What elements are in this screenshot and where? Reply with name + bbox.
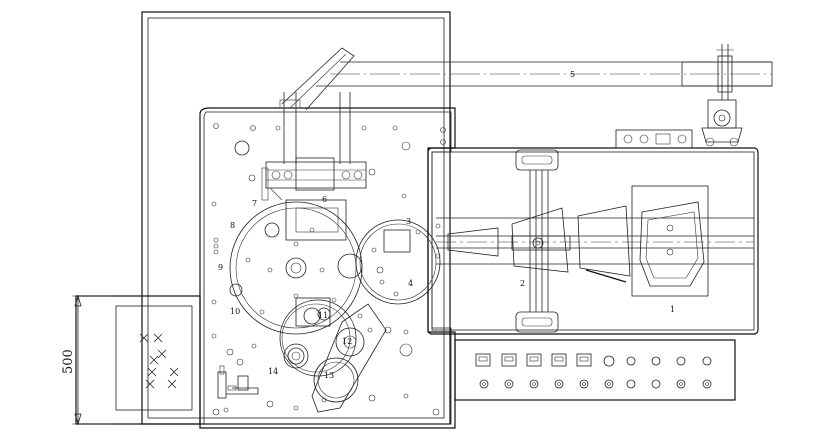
- panel-knobs: [603, 355, 712, 367]
- mounting-holes: [211, 123, 446, 416]
- panel-displays: [475, 353, 592, 367]
- small-gear-assembly: [279, 297, 357, 377]
- conveyor-products: [447, 185, 709, 297]
- conveyor-table: [427, 147, 759, 335]
- main-turntable: [229, 199, 363, 335]
- part-label-13: 13: [324, 371, 334, 380]
- part-label-3: 3: [406, 217, 411, 226]
- roller-mechanism: [261, 157, 367, 201]
- part-label-10: 10: [230, 307, 240, 316]
- base-plate: [199, 107, 456, 429]
- left-stand: [72, 294, 201, 426]
- part-label-12: 12: [342, 337, 352, 346]
- part-label-1: 1: [670, 305, 675, 314]
- part-label-5: 5: [570, 70, 575, 79]
- star-wheel: [355, 219, 441, 305]
- part-label-4: 4: [408, 279, 413, 288]
- part-label-2: 2: [520, 279, 525, 288]
- part-label-9: 9: [218, 263, 223, 272]
- part-label-11: 11: [318, 311, 328, 320]
- lower-drive: [283, 303, 387, 413]
- part-labels: 1 2 3 4 5 6 7 8 9 10 11 12 13 14 500: [61, 70, 675, 380]
- part-label-7: 7: [252, 199, 257, 208]
- dimension-label: 500: [61, 349, 76, 374]
- small-control-box: [615, 129, 693, 149]
- conveyor-rails: [435, 149, 754, 333]
- inclined-chute: [279, 47, 355, 164]
- part-label-14: 14: [268, 367, 278, 376]
- part-label-8: 8: [230, 221, 235, 230]
- panel-switches: [479, 379, 712, 389]
- overhead-arm: [316, 44, 773, 147]
- stand-hardware: [139, 333, 179, 389]
- control-panel: [454, 339, 736, 401]
- part-label-6: 6: [322, 195, 327, 204]
- lever: [217, 365, 259, 399]
